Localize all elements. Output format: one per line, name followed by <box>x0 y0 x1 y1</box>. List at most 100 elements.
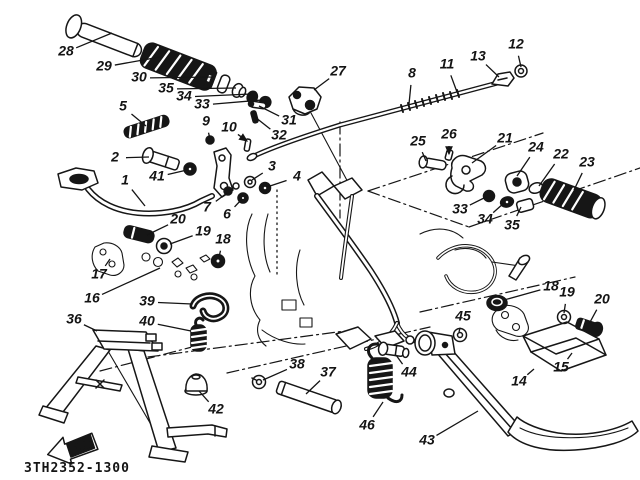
leader-line-38-41 <box>262 368 288 381</box>
part-number-45-44: 45 <box>454 308 471 324</box>
leader-line-45-44 <box>458 327 461 333</box>
part-number-2-16: 2 <box>110 149 119 165</box>
fwd-arrow: FWD <box>46 432 99 465</box>
part-number-23-28: 23 <box>578 154 595 170</box>
part-number-8-12: 8 <box>408 65 416 81</box>
hook-39 <box>189 292 230 323</box>
part-number-20-32: 20 <box>169 211 186 227</box>
part-number-16-36: 16 <box>84 290 100 306</box>
leader-line-10-10 <box>237 133 249 142</box>
leader-line-24-26 <box>516 156 531 177</box>
collar-35b <box>515 198 535 213</box>
bolt-2 <box>141 146 180 171</box>
leader-line-6-22 <box>234 198 243 208</box>
part-number-18-47: 18 <box>543 278 559 294</box>
part-number-44-43: 44 <box>400 364 417 380</box>
leader-line-12-15 <box>517 55 522 68</box>
bolt-9 <box>205 135 215 145</box>
leader-line-28-0 <box>75 32 113 49</box>
leader-line-33-5 <box>212 99 263 105</box>
leader-line-13-14 <box>485 64 500 78</box>
spring-5 <box>123 114 170 139</box>
switch-bracket-assembly <box>486 254 607 372</box>
leader-line-43-46 <box>436 410 479 436</box>
part-number-12-15: 12 <box>508 36 524 52</box>
part-number-27-11: 27 <box>329 63 347 79</box>
leader-line-33-29 <box>469 196 487 206</box>
left-bracket-assembly <box>91 225 226 281</box>
part-number-18-34: 18 <box>215 231 231 247</box>
leader-line-19-33 <box>169 235 193 245</box>
pedal-arm-1 <box>85 186 215 217</box>
bracket-17 <box>91 242 125 276</box>
part-number-15-51: 15 <box>553 359 569 375</box>
footrest-plate-30 <box>216 74 231 94</box>
washer-41 <box>183 162 197 176</box>
leader-line-29-1 <box>114 56 161 66</box>
part-number-43-46: 43 <box>418 432 435 448</box>
part-number-10-10: 10 <box>221 119 237 135</box>
part-number-42-40: 42 <box>207 401 224 417</box>
leader-line-34-30 <box>492 202 505 214</box>
leader-line-8-12 <box>408 84 412 105</box>
part-number-32-8: 32 <box>271 127 287 143</box>
side-stand-pivot <box>414 330 436 356</box>
part-number-6-22: 6 <box>223 206 231 222</box>
leader-line-35-3 <box>176 87 237 90</box>
leader-line-44-43 <box>395 354 404 365</box>
leader-line-32-8 <box>254 116 271 130</box>
leader-line-14-50 <box>526 368 535 376</box>
bracket-16 <box>171 257 184 268</box>
link-plate <box>213 147 234 198</box>
leader-line-42-40 <box>198 390 210 403</box>
motorcycle-frame-sketch <box>246 112 521 351</box>
side-stand-foot <box>507 416 639 452</box>
part-number-40-38: 40 <box>138 313 155 329</box>
leader-line-18-34 <box>218 250 222 258</box>
leader-line-9-9 <box>207 132 211 140</box>
center-stand-36 <box>38 329 228 463</box>
part-number-7-21: 7 <box>203 199 212 215</box>
part-number-3-19: 3 <box>268 158 276 174</box>
part-number-9-9: 9 <box>202 113 210 129</box>
footrest-bolt-28 <box>76 22 143 58</box>
leader-line-5-6 <box>131 113 147 127</box>
part-number-17-35: 17 <box>91 266 108 282</box>
leader-line-7-21 <box>215 192 228 202</box>
part-number-28-0: 28 <box>57 43 74 59</box>
brake-pedal-assembly <box>57 135 272 217</box>
leader-line-22-27 <box>538 163 556 187</box>
leader-line-46-45 <box>372 401 384 418</box>
part-number-11-13: 11 <box>440 56 455 72</box>
leader-line-31-7 <box>258 105 280 117</box>
leader-line-17-35 <box>104 258 111 267</box>
part-number-37-42: 37 <box>320 364 337 380</box>
part-number-29-1: 29 <box>95 58 112 74</box>
part-number-41-17: 41 <box>148 168 165 184</box>
part-number-4-20: 4 <box>292 168 301 184</box>
part-number-36-39: 36 <box>66 311 82 327</box>
leader-line-23-28 <box>573 172 583 191</box>
washer-38 <box>251 374 267 390</box>
part-number-33-29: 33 <box>452 201 468 217</box>
leader-line-19-48 <box>563 303 567 314</box>
part-number-33-5: 33 <box>194 96 210 112</box>
leader-line-16-36 <box>101 267 161 296</box>
part-number-26-24: 26 <box>440 126 457 142</box>
leader-line-40-38 <box>157 323 192 332</box>
part-number-24-26: 24 <box>527 139 544 155</box>
part-code-text: 3TH2352-1300 <box>24 461 130 476</box>
leader-line-4-20 <box>266 179 287 188</box>
leader-line-1-18 <box>131 189 146 207</box>
leader-line-37-42 <box>305 380 321 395</box>
ball-33b <box>482 189 496 203</box>
part-number-35-3: 35 <box>158 80 174 96</box>
part-number-34-4: 34 <box>176 88 192 104</box>
part-number-19-48: 19 <box>559 284 575 300</box>
part-number-30-2: 30 <box>131 69 147 85</box>
leader-line-34-4 <box>194 93 252 98</box>
part-number-20-49: 20 <box>593 291 610 307</box>
rubber-damper-42 <box>184 373 208 396</box>
